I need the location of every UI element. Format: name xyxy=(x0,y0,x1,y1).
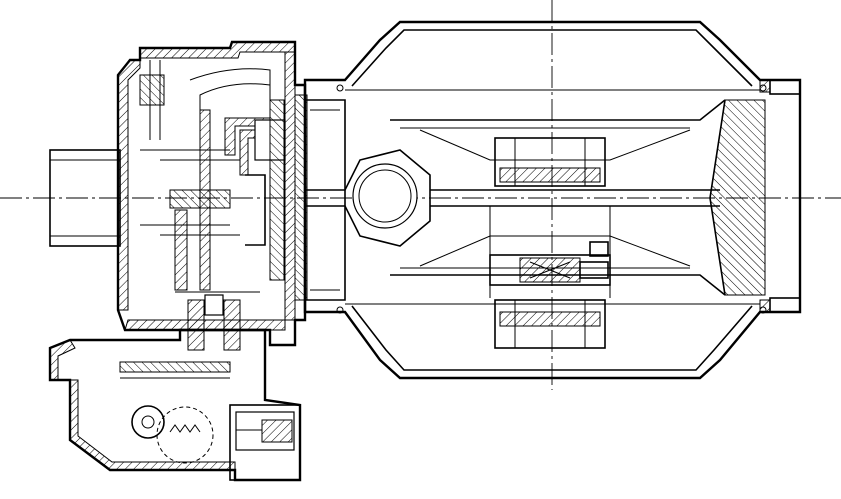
lower-housing xyxy=(48,328,302,482)
rotor-assembly xyxy=(390,99,726,349)
meter-body xyxy=(303,20,802,380)
shaft-coupling xyxy=(305,149,720,298)
pilot-mechanism xyxy=(140,99,286,351)
connection-flange xyxy=(294,84,767,314)
regulator-housing xyxy=(116,40,307,347)
